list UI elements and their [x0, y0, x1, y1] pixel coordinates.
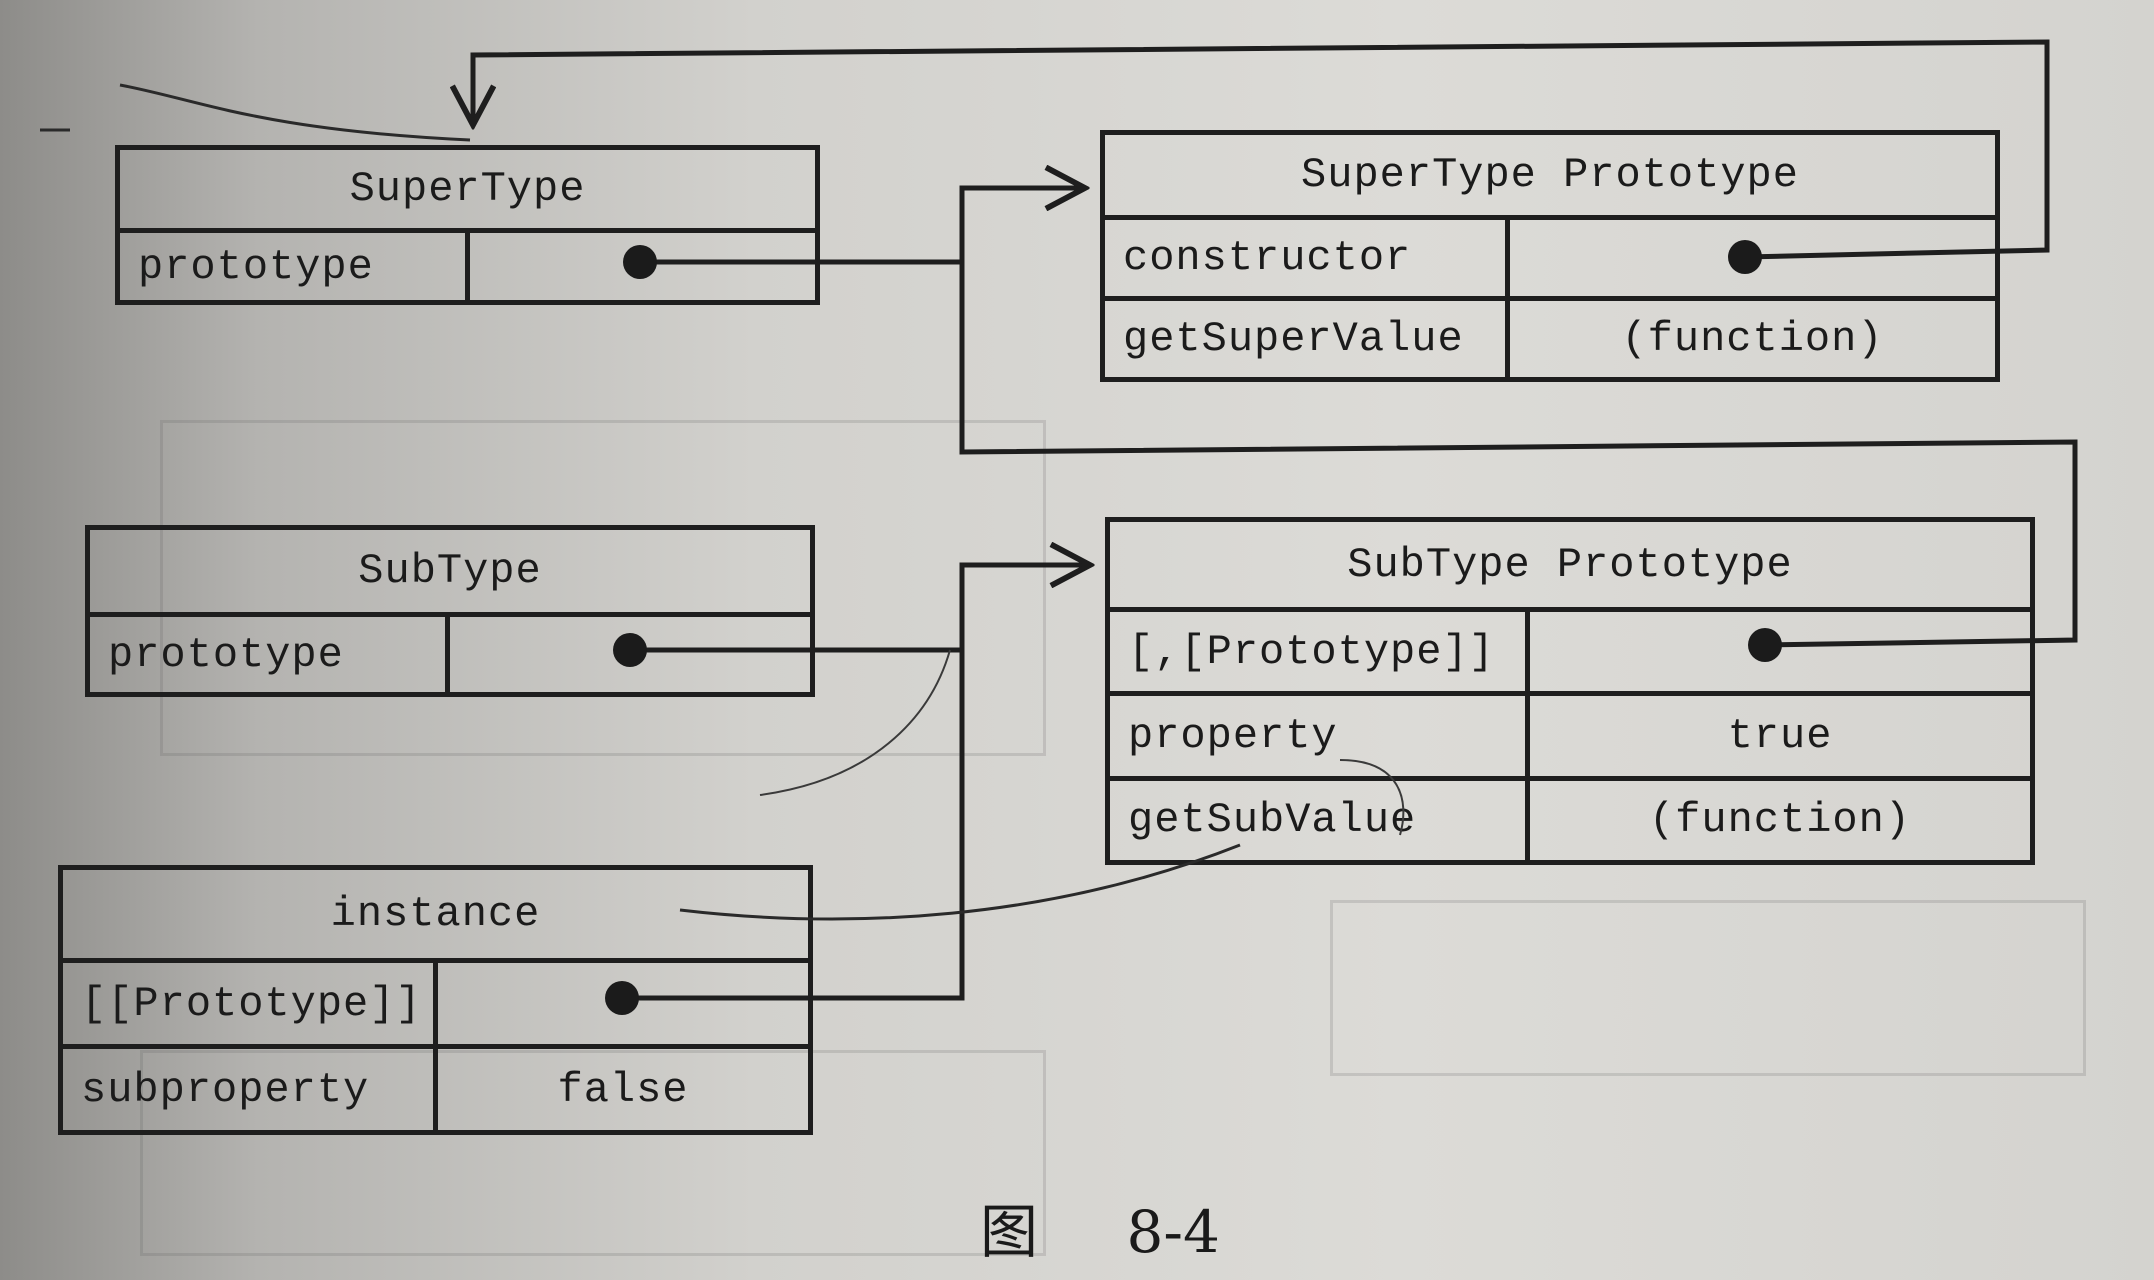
supertype-prototype-box: SuperType Prototype constructor getSuper…	[1100, 130, 2000, 382]
row-key: [[Prototype]]	[63, 963, 438, 1044]
instance-row-prototype: [[Prototype]]	[63, 963, 808, 1049]
pen-stroke-annotation	[1339, 759, 1405, 836]
subtype-prototype-box: SubType Prototype [,[Prototype]] propert…	[1105, 517, 2035, 865]
pointer-dot	[1748, 628, 1782, 662]
connector-subtype-proto-link	[959, 262, 2078, 648]
connector-supertype-prototype	[640, 188, 1085, 265]
connector-subtype-prototype	[630, 565, 1090, 653]
pen-stroke-annotation	[679, 843, 1241, 921]
subtype-prototype-row-property: property true	[1110, 696, 2030, 781]
pen-stroke-annotation	[119, 83, 471, 142]
supertype-prototype-title: SuperType Prototype	[1105, 135, 1995, 220]
subtype-box: SubType prototype	[85, 525, 815, 697]
row-key: [,[Prototype]]	[1110, 612, 1530, 692]
supertype-prototype-row-getsupervalue: getSuperValue (function)	[1105, 301, 1995, 377]
row-key: subproperty	[63, 1049, 438, 1130]
row-value: (function)	[1648, 796, 1912, 845]
instance-row-subproperty: subproperty false	[63, 1049, 808, 1130]
row-value: false	[557, 1065, 689, 1114]
pointer-dot	[613, 633, 647, 667]
row-key: getSubValue	[1110, 780, 1530, 860]
subtype-prototype-row-prototype: [,[Prototype]]	[1110, 612, 2030, 697]
row-value: true	[1727, 711, 1833, 760]
connector-constructor	[473, 39, 2050, 260]
row-key: prototype	[120, 233, 470, 300]
instance-title: instance	[63, 870, 808, 963]
figure-caption: 图 8-4	[980, 1185, 1220, 1269]
caption-figure-number: 8-4	[1126, 1198, 1220, 1266]
subtype-prototype-row-getsubvalue: getSubValue (function)	[1110, 780, 2030, 860]
row-key: prototype	[90, 617, 450, 692]
instance-box: instance [[Prototype]] subproperty false	[58, 865, 813, 1135]
pointer-dot	[1728, 240, 1762, 274]
connector-instance-prototype	[622, 650, 965, 1001]
caption-figure-label: 图	[980, 1198, 1039, 1266]
subtype-row-prototype: prototype	[90, 617, 810, 692]
row-key: getSuperValue	[1105, 301, 1510, 377]
supertype-box: SuperType prototype	[115, 145, 820, 305]
pen-stroke-annotation	[759, 649, 951, 796]
pointer-dot	[605, 981, 639, 1015]
supertype-prototype-row-constructor: constructor	[1105, 220, 1995, 301]
pointer-dot	[623, 245, 657, 279]
row-key: constructor	[1105, 220, 1510, 296]
subtype-title: SubType	[90, 530, 810, 617]
subtype-prototype-title: SubType Prototype	[1110, 522, 2030, 612]
row-value: (function)	[1621, 315, 1884, 363]
bleed-through-box	[1330, 900, 2086, 1076]
supertype-title: SuperType	[120, 150, 815, 233]
supertype-row-prototype: prototype	[120, 233, 815, 300]
bleed-through-box	[140, 1050, 1046, 1256]
row-key: property	[1110, 696, 1530, 776]
bleed-through-box	[160, 420, 1046, 756]
